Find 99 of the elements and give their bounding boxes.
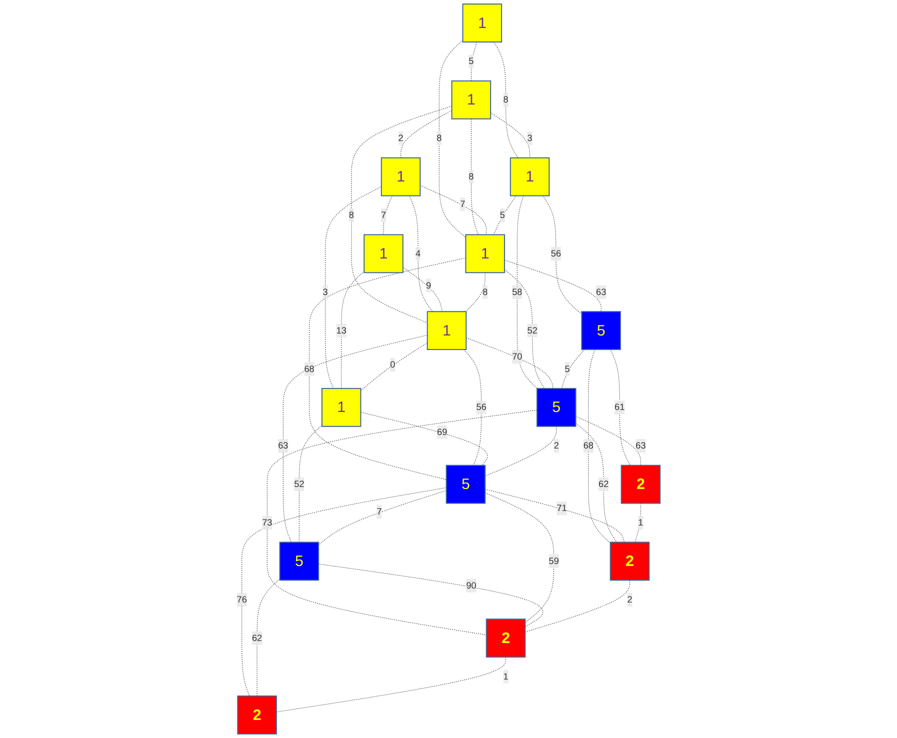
node-box: 1 <box>364 234 404 274</box>
connector <box>634 503 641 542</box>
connector <box>325 186 382 389</box>
connector <box>360 412 488 466</box>
connector <box>484 488 625 542</box>
edge-label: 7 <box>460 198 466 210</box>
node-box: 1 <box>465 234 506 274</box>
node-box: 5 <box>279 542 320 581</box>
edge-label: 9 <box>426 280 432 290</box>
connector <box>524 580 630 632</box>
edge-label: 1 <box>503 671 508 682</box>
edge-label: 68 <box>304 364 314 374</box>
connector <box>282 334 428 542</box>
node-box: 5 <box>581 311 622 350</box>
node-box: 1 <box>426 311 467 350</box>
edge-label: 2 <box>398 133 404 144</box>
connector <box>484 426 557 476</box>
edge-label: 68 <box>583 440 594 451</box>
connector <box>318 564 544 627</box>
edge-label: 2 <box>554 440 559 451</box>
edge-label: 1 <box>638 517 644 528</box>
node-box: 1 <box>462 4 502 42</box>
connector <box>464 349 482 466</box>
edge-label: 4 <box>416 248 421 258</box>
connector <box>471 118 479 235</box>
connector <box>484 492 554 623</box>
edge-label: 76 <box>236 594 247 604</box>
connector <box>341 271 364 389</box>
edge-label: 8 <box>503 94 508 105</box>
edge-label: 62 <box>252 632 262 643</box>
edge-label: 5 <box>500 210 505 220</box>
edge-label: 5 <box>468 56 474 66</box>
edge-label: 7 <box>381 210 386 220</box>
edge-label: 52 <box>527 325 538 336</box>
connector <box>383 196 393 235</box>
connector <box>309 258 466 480</box>
edge-label: 13 <box>336 325 346 336</box>
connector <box>266 410 538 636</box>
connector <box>276 656 506 712</box>
edge-label: 52 <box>294 479 304 490</box>
node-box: 1 <box>510 157 550 196</box>
connector <box>242 487 447 696</box>
edge-label: 8 <box>468 171 474 182</box>
edge-label: 71 <box>556 503 567 514</box>
connector <box>402 267 443 312</box>
edge-label: 8 <box>482 286 488 297</box>
node-box: 1 <box>380 157 421 196</box>
connector <box>465 272 486 312</box>
edge-label: 56 <box>550 248 562 258</box>
edge-label: 8 <box>436 133 442 144</box>
connector <box>562 349 585 389</box>
connector <box>516 196 538 389</box>
connector <box>494 42 518 158</box>
connector <box>504 260 602 312</box>
edge-label: 70 <box>512 352 522 362</box>
edge-label: 3 <box>527 133 532 144</box>
edge-label: 62 <box>598 479 609 490</box>
connector <box>400 110 452 158</box>
connector <box>298 424 322 542</box>
edge-label: 61 <box>614 402 625 412</box>
edge-label: 58 <box>512 286 522 297</box>
node-box: 2 <box>486 618 526 658</box>
connector <box>542 196 582 314</box>
node-box: 2 <box>620 464 661 504</box>
edge-label: 3 <box>322 286 328 297</box>
connector <box>438 40 466 238</box>
connector <box>588 349 611 544</box>
node-box: 1 <box>451 80 492 120</box>
connector <box>490 112 530 158</box>
connector <box>360 342 428 392</box>
connector <box>466 338 554 389</box>
edge-label: 63 <box>278 440 288 451</box>
connector <box>610 349 631 466</box>
connector <box>576 416 641 466</box>
edge-label: 56 <box>476 402 486 412</box>
edge-label: 5 <box>564 364 570 374</box>
connector <box>576 422 618 542</box>
edge-label: 59 <box>548 556 559 566</box>
edge-label: 63 <box>636 440 646 451</box>
edge-label: 8 <box>348 210 354 220</box>
connector <box>256 578 280 696</box>
connector <box>493 196 517 235</box>
edge-label: 69 <box>437 426 448 437</box>
connector <box>351 106 452 323</box>
edge-label: 2 <box>627 594 632 604</box>
connector <box>420 185 487 235</box>
connector <box>318 490 447 546</box>
edge-label: 63 <box>596 286 606 297</box>
connector <box>409 196 433 312</box>
edge-label: 90 <box>466 580 476 590</box>
edge-label: 7 <box>376 506 382 517</box>
edge-label: 73 <box>262 517 272 528</box>
node-box: 1 <box>322 388 362 427</box>
edge-label: 0 <box>390 360 396 370</box>
node-box: 2 <box>237 696 277 734</box>
node-box: 2 <box>610 542 650 581</box>
node-box: 5 <box>446 464 486 504</box>
connector <box>504 269 545 389</box>
node-box: 5 <box>536 388 576 427</box>
